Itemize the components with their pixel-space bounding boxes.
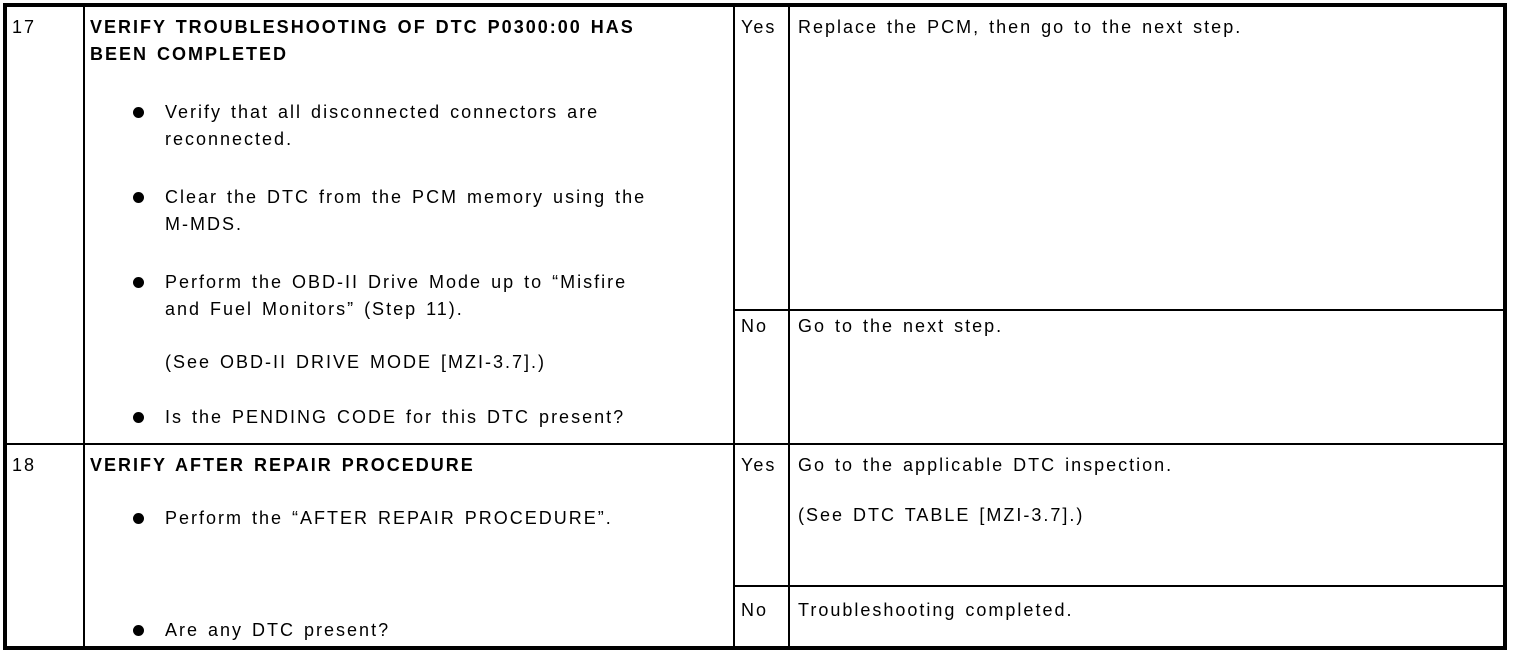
bullet-icon: [133, 513, 144, 524]
no-cell: No: [735, 311, 790, 443]
table-row-step-17: 17 VERIFY TROUBLESHOOTING OF DTC P0300:0…: [7, 7, 1503, 443]
bullet-item-text: Perform the “AFTER REPAIR PROCEDURE”.: [165, 508, 613, 528]
no-outcome-row: No Go to the next step.: [735, 309, 1503, 443]
yes-cell: Yes: [735, 7, 790, 309]
bullet-icon: [133, 277, 144, 288]
bullet-item-text: Perform the OBD-II Drive Mode up to “Mis…: [165, 272, 628, 292]
bullet-item-text: Are any DTC present?: [165, 620, 391, 640]
troubleshooting-table: 17 VERIFY TROUBLESHOOTING OF DTC P0300:0…: [3, 3, 1507, 650]
yes-outcome-row: Yes Go to the applicable DTC inspection.…: [735, 445, 1503, 585]
action-text: Troubleshooting completed.: [798, 600, 1074, 620]
inspection-title: VERIFY AFTER REPAIR PROCEDURE: [90, 452, 727, 479]
bullet-item: Are any DTC present?: [90, 617, 727, 644]
outcome-cells: Yes Go to the applicable DTC inspection.…: [735, 445, 1503, 646]
step-cell: 18: [7, 445, 85, 646]
inspection-title: VERIFY TROUBLESHOOTING OF DTC P0300:00 H…: [90, 14, 727, 68]
bullet-item: Perform the “AFTER REPAIR PROCEDURE”.: [90, 505, 727, 532]
action-text-spacer: [798, 479, 1497, 502]
yes-outcome-row: Yes Replace the PCM, then go to the next…: [735, 7, 1503, 309]
bullet-item-text: and Fuel Monitors” (Step 11).: [165, 299, 464, 319]
action-text: Replace the PCM, then go to the next ste…: [798, 17, 1243, 37]
action-text: (See DTC TABLE [MZI-3.7].): [798, 505, 1085, 525]
yes-label: Yes: [741, 17, 777, 37]
inspection-title-line: BEEN COMPLETED: [90, 44, 289, 64]
table-row-step-18: 18 VERIFY AFTER REPAIR PROCEDURE Perform…: [7, 443, 1503, 646]
yes-cell: Yes: [735, 445, 790, 585]
outcome-cells: Yes Replace the PCM, then go to the next…: [735, 7, 1503, 443]
action-text: Go to the next step.: [798, 316, 1004, 336]
bullet-icon: [133, 412, 144, 423]
bullet-icon: [133, 107, 144, 118]
step-cell: 17: [7, 7, 85, 443]
bullet-item-text: reconnected.: [165, 129, 294, 149]
inspection-title-line: VERIFY AFTER REPAIR PROCEDURE: [90, 455, 475, 475]
no-label: No: [741, 600, 769, 620]
action-cell: Go to the next step.: [790, 311, 1503, 443]
bullet-item: Clear the DTC from the PCM memory using …: [90, 184, 727, 238]
bullet-icon: [133, 625, 144, 636]
inspection-cell: VERIFY TROUBLESHOOTING OF DTC P0300:00 H…: [85, 7, 735, 443]
step-number: 18: [12, 455, 37, 475]
yes-label: Yes: [741, 455, 777, 475]
bullet-icon: [133, 192, 144, 203]
inspection-title-line: VERIFY TROUBLESHOOTING OF DTC P0300:00 H…: [90, 17, 635, 37]
bullet-item: Is the PENDING CODE for this DTC present…: [90, 404, 727, 431]
action-cell: Replace the PCM, then go to the next ste…: [790, 7, 1503, 309]
step-number: 17: [12, 17, 37, 37]
note-text: (See OBD-II DRIVE MODE [MZI-3.7].): [165, 352, 547, 372]
bullet-item: Perform the OBD-II Drive Mode up to “Mis…: [90, 269, 727, 323]
no-cell: No: [735, 587, 790, 646]
no-outcome-row: No Troubleshooting completed.: [735, 585, 1503, 646]
action-cell: Troubleshooting completed.: [790, 587, 1503, 646]
bullet-item-text: Is the PENDING CODE for this DTC present…: [165, 407, 626, 427]
no-label: No: [741, 316, 769, 336]
action-text: Go to the applicable DTC inspection.: [798, 455, 1174, 475]
bullet-item-text: Verify that all disconnected connectors …: [165, 102, 600, 122]
bullet-item-text: M-MDS.: [165, 214, 243, 234]
inspection-cell: VERIFY AFTER REPAIR PROCEDURE Perform th…: [85, 445, 735, 646]
note-item: (See OBD-II DRIVE MODE [MZI-3.7].): [90, 349, 727, 376]
action-cell: Go to the applicable DTC inspection. (Se…: [790, 445, 1503, 585]
bullet-item: Verify that all disconnected connectors …: [90, 99, 727, 153]
bullet-item-text: Clear the DTC from the PCM memory using …: [165, 187, 647, 207]
